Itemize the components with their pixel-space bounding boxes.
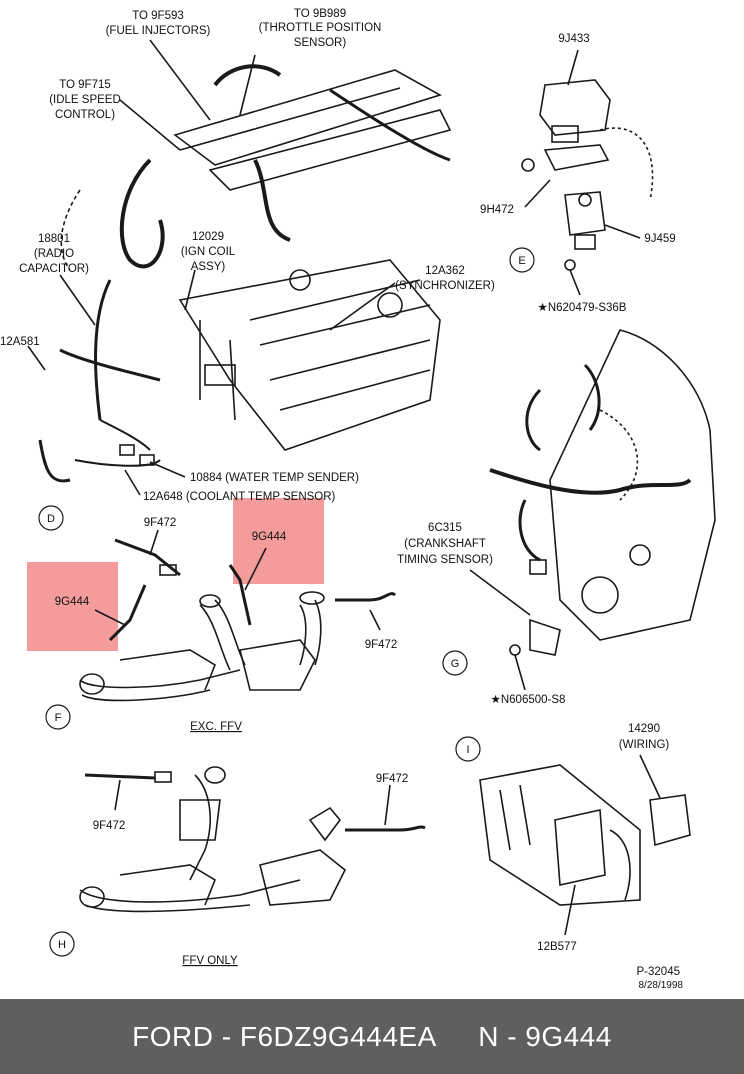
label-exc-ffv: EXC. FFV [190,721,242,733]
reference-number: P-32045 [637,966,680,978]
view-letter-d: D [47,513,55,525]
label-radio-capacitor-name: (RADIO [34,248,74,260]
label-ffv-only: FFV ONLY [182,955,238,967]
part-number-banner: FORD - F6DZ9G444EA N - 9G444 [0,999,744,1074]
label-highlight-9g444-right: 9G444 [252,531,287,543]
banner-part-code: N - 9G444 [478,1020,612,1052]
label-f-9f472-right: 9F472 [365,639,398,651]
view-circle-e: E [509,247,535,273]
label-coolant-temp-sensor: 12A648 (COOLANT TEMP SENSOR) [143,491,336,503]
label-crankshaft-sensor-name-2: TIMING SENSOR) [397,554,493,566]
label-9j433: 9J433 [558,33,589,45]
label-idle-speed-name: (IDLE SPEED [49,94,121,106]
reference-date: 8/28/1998 [639,980,684,991]
view-d-engine-artwork [27,39,452,496]
view-letter-g: G [451,658,460,670]
label-idle-speed-part: TO 9F715 [59,79,111,91]
view-circle-f: F [45,704,71,730]
view-g-crank-artwork [469,329,716,691]
view-letter-e: E [518,255,525,267]
label-n620479: ★N620479-S36B [538,302,627,314]
label-n606500: ★N606500-S8 [491,694,566,706]
view-h-exhaust-artwork [79,766,426,913]
view-f-exhaust-artwork [79,529,397,702]
label-ign-coil-name-2: ASSY) [191,261,226,273]
banner-brand-part: FORD - F6DZ9G444EA [132,1020,437,1052]
label-tps-part: TO 9B989 [294,8,346,20]
label-f-9f472-top: 9F472 [144,517,177,529]
view-circle-i: I [455,736,481,762]
view-circle-h: H [49,931,75,957]
label-fuel-injectors-name: (FUEL INJECTORS) [106,25,211,37]
label-water-temp-sender: 10884 (WATER TEMP SENDER) [190,472,359,484]
label-tps-name: (THROTTLE POSITION [259,22,382,34]
label-highlight-9g444-left: 9G444 [55,596,90,608]
view-i-module-artwork [479,754,691,936]
highlight-box-9g444-right [233,498,324,584]
label-tps-name-2: SENSOR) [294,37,347,49]
label-9j459: 9J459 [644,233,675,245]
label-wiring-name: (WIRING) [619,739,670,751]
label-h-9f472-left: 9F472 [93,820,126,832]
banner-gap [437,1021,478,1053]
label-9h472: 9H472 [480,204,514,216]
label-radio-capacitor-name-2: CAPACITOR) [19,263,89,275]
label-12b577: 12B577 [537,941,577,953]
view-circle-g: G [442,650,468,676]
label-crankshaft-sensor-part: 6C315 [428,522,462,534]
view-e-component-artwork [521,49,654,296]
label-crankshaft-sensor-name: (CRANKSHAFT [404,538,486,550]
label-h-9f472-right: 9F472 [376,773,409,785]
view-letter-i: I [466,744,469,756]
label-fuel-injectors-part: TO 9F593 [132,10,184,22]
view-letter-f: F [55,712,62,724]
exploded-parts-diagram: D E F G H I TO 9F593 (FUEL INJECTORS) TO… [0,8,716,991]
label-ign-coil-name: (IGN COIL [181,246,236,258]
label-synchronizer-part: 12A362 [425,265,465,277]
view-circle-d: D [38,505,64,531]
highlight-box-9g444-left [27,562,118,651]
label-idle-speed-name-2: CONTROL) [55,109,115,121]
view-letter-h: H [58,939,66,951]
label-synchronizer-name: (SYNCHRONIZER) [395,280,495,292]
label-harness-12a581: 12A581 [0,336,40,348]
label-wiring-part: 14290 [628,723,660,735]
label-ign-coil-part: 12029 [192,231,224,243]
label-radio-capacitor-part: 18801 [38,233,70,245]
